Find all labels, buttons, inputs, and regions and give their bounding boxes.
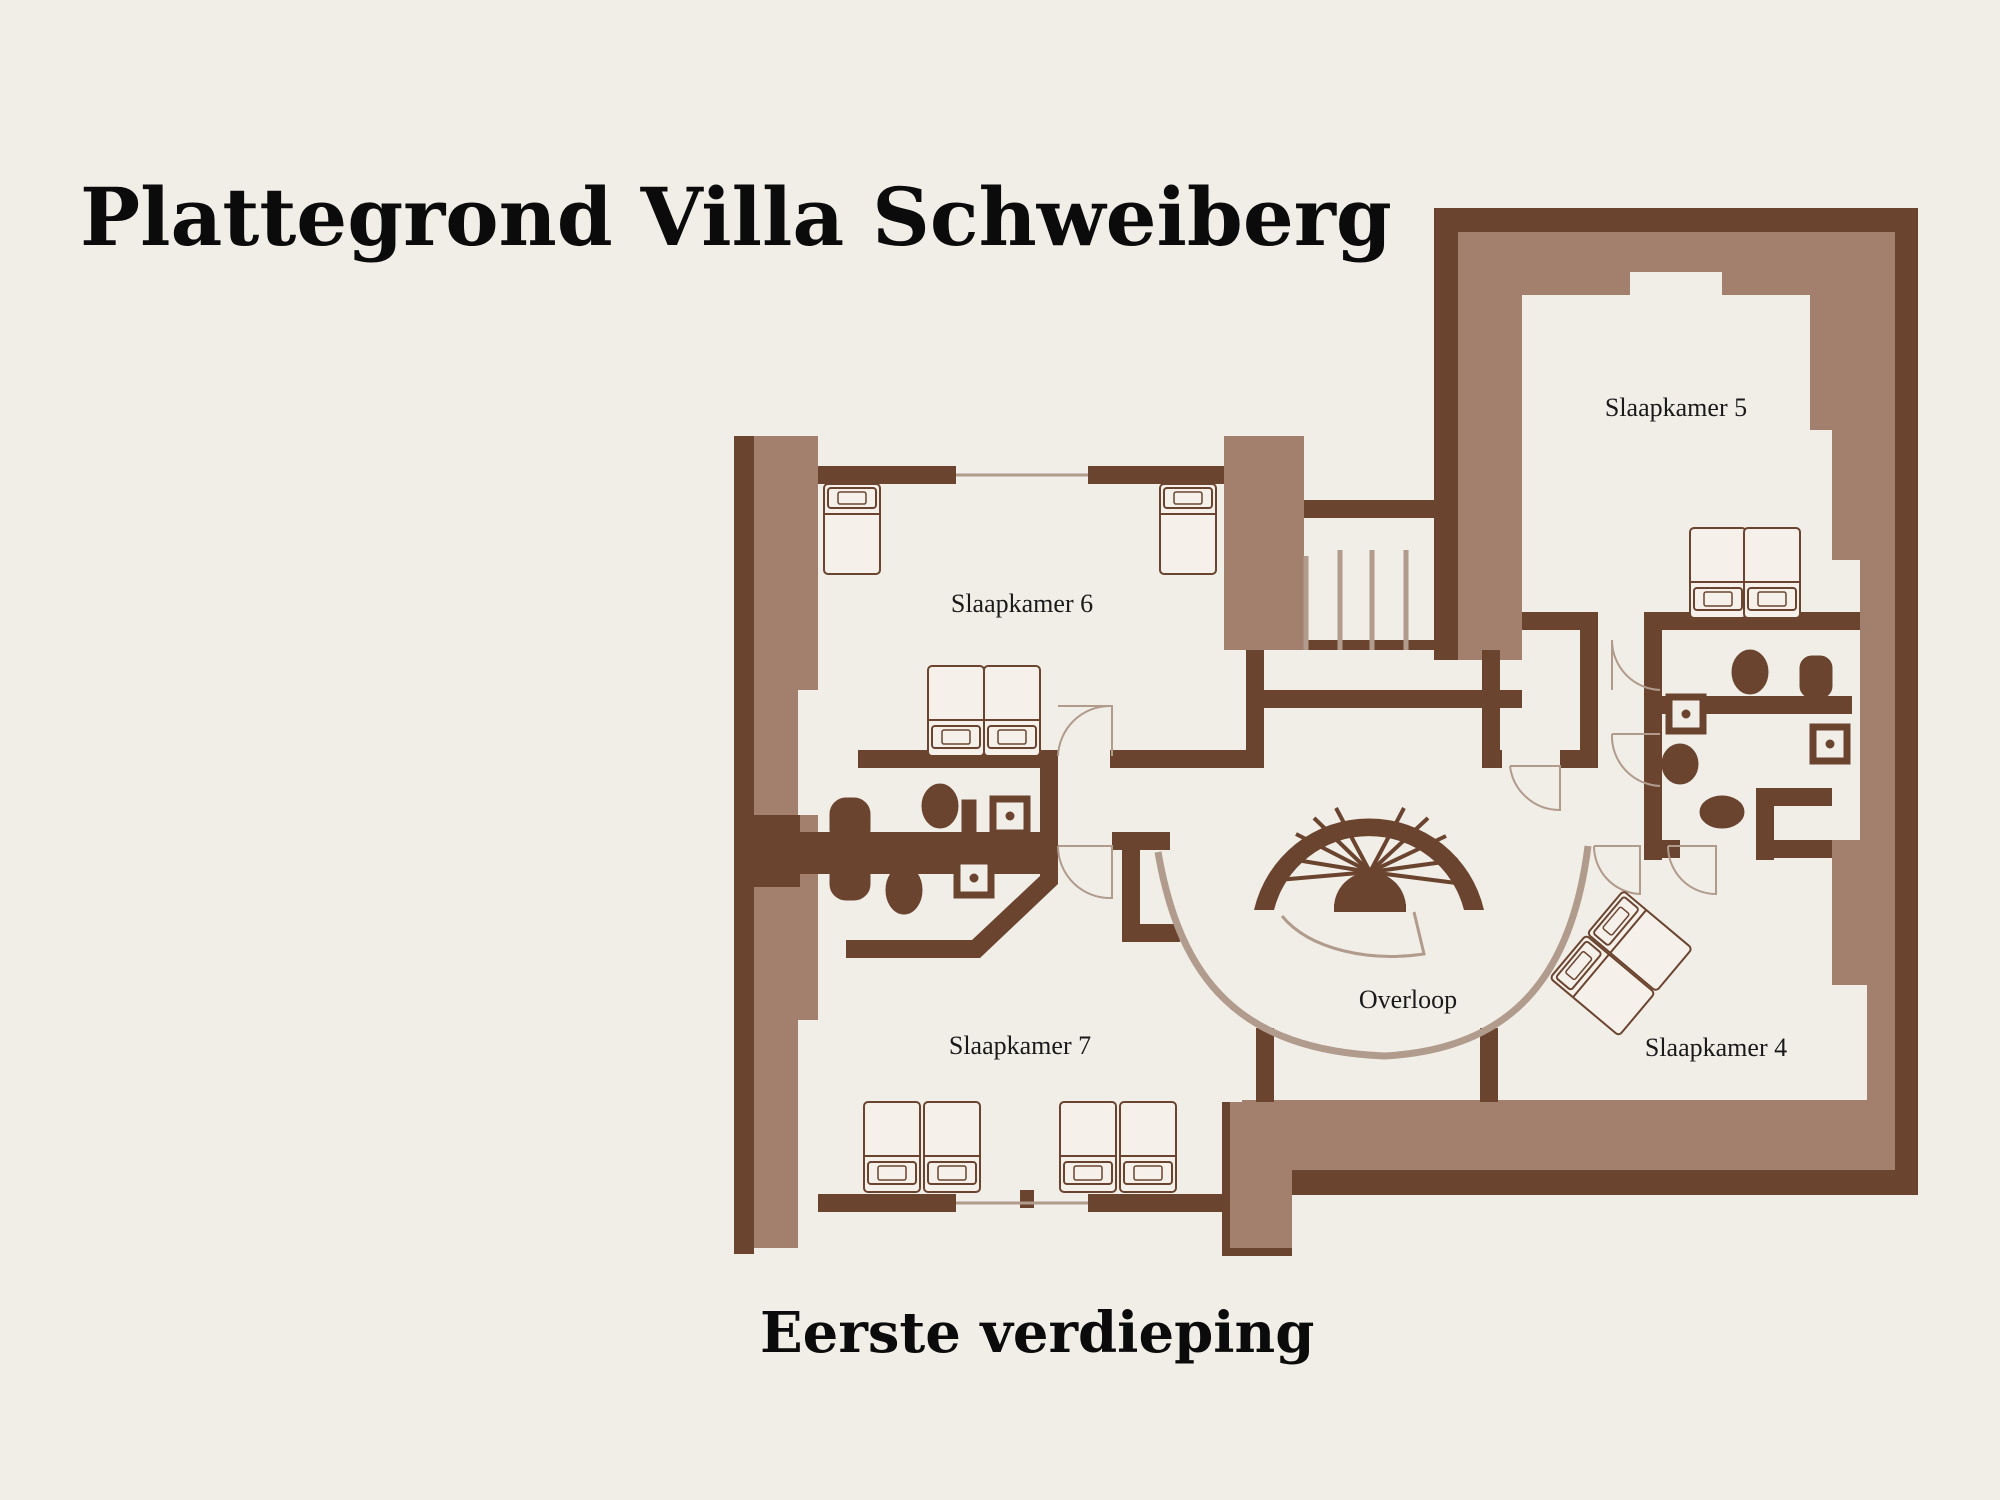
page-title: Plattegrond Villa Schweiberg	[80, 170, 1392, 264]
interior-walls	[800, 612, 1860, 1212]
room-label-slaapkamer5: Slaapkamer 5	[1605, 393, 1747, 422]
left-wall	[734, 436, 818, 1254]
lower-block	[1222, 1102, 1518, 1256]
slaapkamer5-walls	[1242, 208, 1918, 1255]
room-label-slaapkamer7: Slaapkamer 7	[949, 1031, 1091, 1060]
room-label-slaapkamer4: Slaapkamer 4	[1645, 1033, 1787, 1062]
bathroom-fixtures	[829, 649, 1851, 915]
straight-staircase	[1303, 500, 1434, 650]
room-label-slaapkamer6: Slaapkamer 6	[951, 589, 1093, 618]
slaapkamer6-top-wall	[818, 466, 1224, 484]
overloop-curved-wall	[1154, 845, 1592, 1060]
floor-name: Eerste verdieping	[760, 1300, 1315, 1366]
chimney-block	[1224, 436, 1304, 650]
room-label-overloop: Overloop	[1359, 985, 1457, 1014]
spiral-staircase	[1254, 807, 1484, 958]
door-swings	[1057, 639, 1717, 900]
